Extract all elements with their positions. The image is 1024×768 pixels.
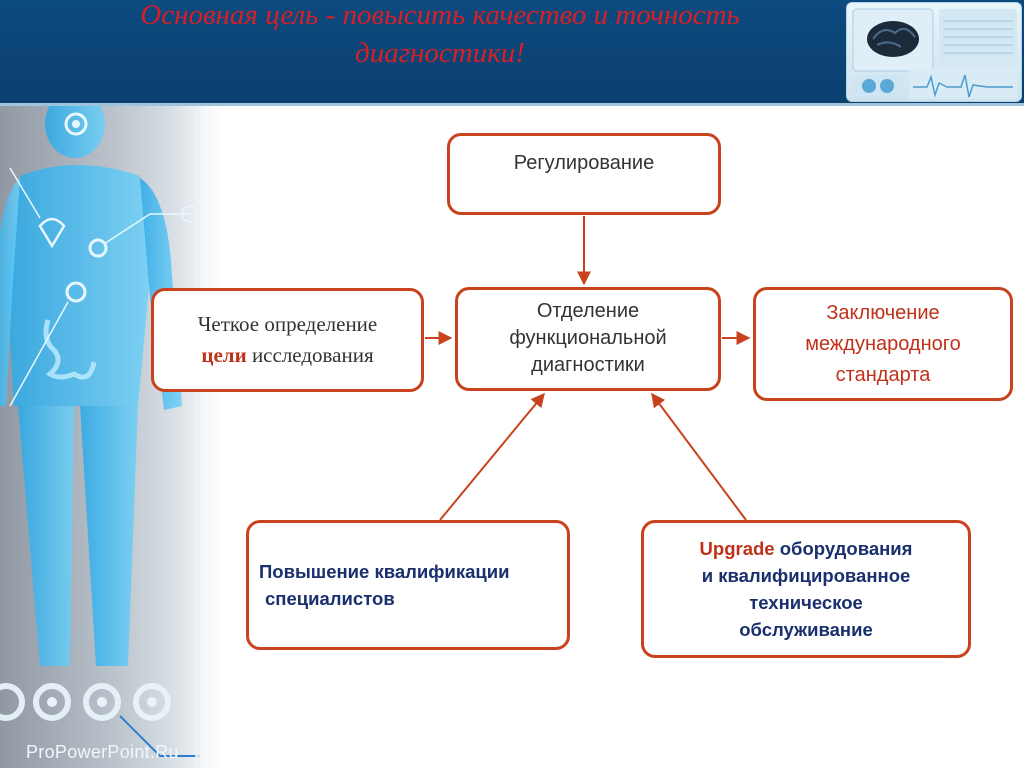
upgrade-line-1: Upgrade оборудования [700,535,913,562]
upgrade-line-2: и квалифицированное [701,565,911,586]
slide-title-line2: диагностики! [355,37,525,69]
slide-title: Основная цель - повысить качество и точн… [40,0,840,72]
regulation-label: Регулирование [513,152,655,174]
standard-line-1: Заключение [826,301,940,324]
international-standard-box: Заключение международного стандарта [753,287,1013,401]
arrow-bottomleft-to-center [439,392,545,521]
regulation-box: Регулирование [447,133,721,215]
brain-monitor-icon [852,8,1017,99]
upgrade-line-3: техническое [749,592,863,613]
watermark-text: ProPowerPoint.Ru [26,742,179,762]
qualification-box: Повышение квалификации специалистов [246,520,570,650]
slide-title-line1: Основная цель - повысить качество и точн… [140,0,740,31]
upgrade-box: Upgrade оборудования и квалифицированное… [641,520,971,658]
upgrade-line-4: обслуживание [739,619,873,640]
center-line-3: диагностики [531,354,645,376]
header-band: Основная цель - повысить качество и точн… [0,0,1024,106]
standard-line-3: стандарта [835,363,931,386]
qualification-line-2: специалистов [265,588,395,609]
standard-line-2: международного [805,332,961,355]
qualification-line-1: Повышение квалификации [259,561,510,582]
goal-line-2-rest: исследования [246,343,374,367]
center-line-1: Отделение [536,300,640,322]
goal-line-2: цели исследования [198,340,378,371]
side-panel-fade [195,106,225,768]
upgrade-line-1-rest: оборудования [774,538,913,559]
side-decoration-panel: ProPowerPoint.Ru [0,106,200,768]
arrow-bottomright-to-center [651,392,747,521]
goal-definition-box: Четкое определение цели исследования [151,288,424,392]
goal-line-1: Четкое определение [197,312,378,336]
monitor-graphic [846,2,1022,102]
center-department-box: Отделение функциональной диагностики [455,287,721,391]
upgrade-accent-word: Upgrade [699,538,775,559]
center-line-2: функциональной [509,327,667,349]
goal-accent-word: цели [201,343,247,367]
